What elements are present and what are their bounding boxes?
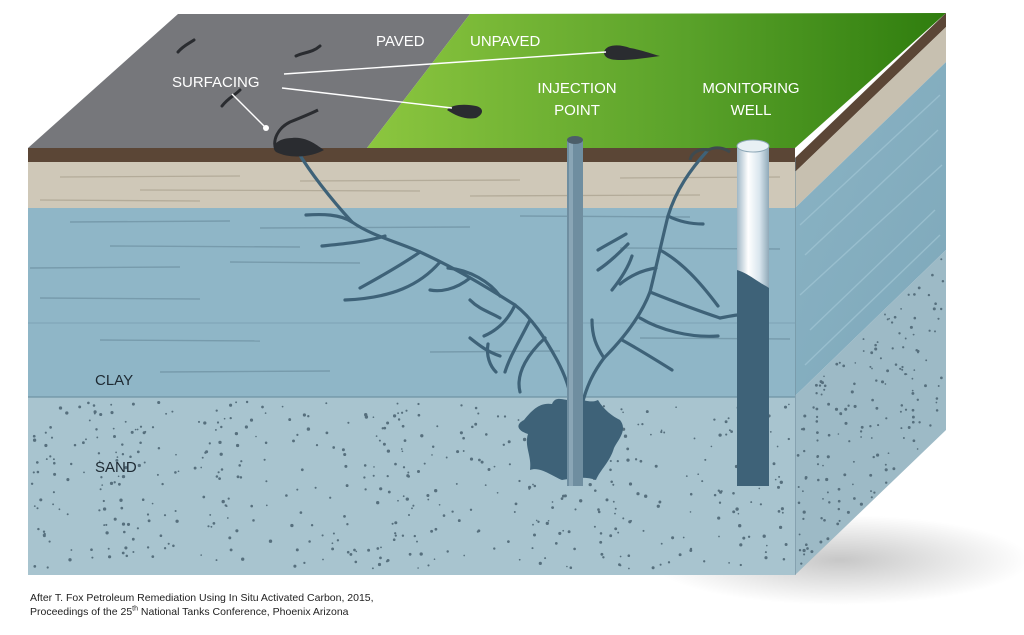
surfacing-pointer-dot <box>263 125 269 131</box>
caption-line-2: Proceedings of the 25th National Tanks C… <box>30 605 590 619</box>
unpaved-label: UNPAVED <box>470 33 540 50</box>
topsoil-texture <box>39 175 781 202</box>
unpaved-surface <box>367 13 946 148</box>
injection-point <box>518 136 624 486</box>
right-face-clay-streaks <box>799 94 943 366</box>
monitoring-well-label-line1: MONITORING <box>702 80 799 97</box>
front-soil-strip <box>28 148 795 162</box>
right-face-sand-texture <box>796 258 945 565</box>
monitoring-well-fluid <box>737 270 769 486</box>
front-sand-layer <box>28 397 795 575</box>
monitoring-well-top <box>736 139 770 153</box>
sand-label: SAND <box>95 459 137 476</box>
injection-point-label-line1: INJECTION <box>537 80 616 97</box>
monitoring-well <box>736 139 770 486</box>
caption-line-2-superscript: th <box>132 605 138 613</box>
surfacing-spot-paved <box>273 137 324 157</box>
surfacing-spots <box>273 45 731 161</box>
surfacing-label: SURFACING <box>172 74 260 91</box>
paved-surface <box>28 14 470 148</box>
sand-texture <box>30 400 790 570</box>
surfacing-finger-unpaved <box>688 146 731 161</box>
right-face-soil <box>795 13 946 172</box>
right-face-sand <box>795 250 946 575</box>
caption-line-2-prefix: Proceedings of the 25 <box>30 606 133 618</box>
surfacing-pointers <box>231 51 607 129</box>
paved-label: PAVED <box>376 33 425 50</box>
right-face-topsoil <box>795 27 946 208</box>
monitoring-well-label-line2: WELL <box>731 102 772 119</box>
source-caption: After T. Fox Petroleum Remediation Using… <box>30 591 590 619</box>
surfacing-spot-unpaved-1 <box>604 45 660 60</box>
block-front-face <box>28 148 795 575</box>
caption-line-1: After T. Fox Petroleum Remediation Using… <box>30 592 374 604</box>
clay-label: CLAY <box>95 372 133 389</box>
clay-texture <box>29 215 791 373</box>
surfacing-finger-paved <box>273 108 319 151</box>
surfacing-spot-unpaved-2 <box>447 104 482 119</box>
injection-pipe-top <box>567 136 583 144</box>
caption-line-2-suffix: National Tanks Conference, Phoenix Arizo… <box>138 606 349 618</box>
injection-pipe-highlight <box>569 140 573 486</box>
injection-point-label-line2: POINT <box>554 102 600 119</box>
block-top-surface <box>28 13 946 148</box>
pavement-cracks <box>176 38 322 108</box>
right-face-clay <box>795 62 946 396</box>
